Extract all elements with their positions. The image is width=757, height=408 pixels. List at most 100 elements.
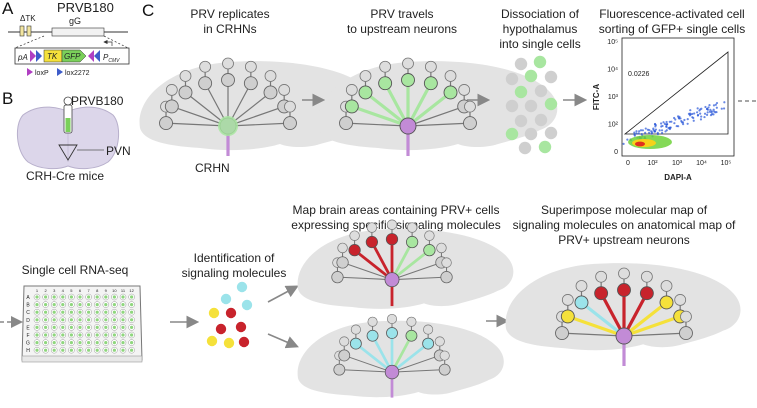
facs-event-96: [678, 117, 680, 119]
facs-event-97: [693, 112, 695, 114]
tree-step2-upstream-cell-7: [445, 70, 456, 81]
coronal-brain-injection: PRVB180 PVN CRH-Cre mice: [17, 94, 130, 183]
facs-event-74: [716, 107, 718, 109]
dissociated-cell-6: [515, 86, 527, 98]
tree-step1-neuron-7: [264, 86, 277, 99]
tree-step8-upstream-cell-4: [596, 271, 607, 282]
facs-event-140: [634, 135, 636, 137]
tree-step2-upstream-cell-8: [459, 84, 470, 95]
signaling-molecule-7: [236, 322, 246, 332]
plate-row-4: D: [26, 318, 30, 324]
plate-col-12: 12: [129, 288, 134, 293]
tree-step7-bottom-neuron-9: [439, 364, 450, 375]
tree-step2-upstream-cell-9: [464, 101, 475, 112]
plate-cell-D11: [121, 318, 124, 321]
signaling-molecule-2: [237, 282, 247, 292]
crhn-infected-halo: [218, 116, 238, 136]
gg-label: gG: [69, 16, 81, 26]
plate-cell-E6: [78, 326, 81, 329]
crhn-label: CRHN: [195, 161, 230, 175]
tree-step1-upstream-cell-9: [284, 101, 295, 112]
plate-row-7: G: [26, 341, 30, 347]
plate-cell-B6: [78, 303, 81, 306]
facs-event-139: [709, 109, 711, 111]
facs-event-128: [706, 114, 708, 116]
facs-y-label: FITC-A: [592, 84, 601, 110]
tree-step7-top-upstream-cell-4: [367, 223, 377, 233]
plate-cell-A11: [121, 295, 124, 298]
facs-event-68: [644, 132, 646, 134]
tree-step8-neuron-1: [556, 327, 569, 340]
brain-step7-bottom: [298, 321, 504, 397]
plate-cell-B9: [104, 303, 107, 306]
dissociated-cell-16: [519, 142, 531, 154]
loxp-label: loxP: [35, 70, 49, 77]
signaling-molecule-8: [207, 336, 217, 346]
tree-step1-neuron-9: [283, 117, 296, 130]
step3-title-line-2: hypothalamus: [503, 22, 578, 36]
facs-event-19: [700, 115, 702, 117]
plate-cell-A4: [61, 295, 64, 298]
tree-step7-bottom-upstream-cell-9: [440, 351, 449, 360]
tree-step7-bottom-upstream-cell-6: [407, 317, 416, 326]
facs-ytick-4: 10²: [608, 122, 619, 129]
delta-tk-label: ΔTK: [20, 14, 36, 23]
tree-step1-neuron-1: [160, 117, 173, 130]
tree-step1-upstream-cell-4: [200, 61, 211, 72]
facs-event-117: [681, 121, 683, 123]
plate-cell-F3: [53, 333, 56, 336]
tree-step8-upstream-cell-8: [675, 294, 686, 305]
plate-cell-B2: [44, 303, 47, 306]
tree-step2-neuron-1: [340, 117, 353, 130]
facs-event-76: [638, 132, 640, 134]
facs-event-39: [648, 132, 650, 134]
panel-label-c: C: [142, 1, 154, 20]
facs-event-102: [700, 118, 702, 120]
facs-event-5: [687, 118, 689, 120]
plate-cell-G11: [121, 341, 124, 344]
plate-cell-A7: [87, 295, 90, 298]
facs-event-133: [707, 106, 709, 108]
step5-title-line-1: Single cell RNA-seq: [22, 263, 129, 277]
facs-event-116: [664, 123, 666, 125]
plate-cell-E12: [130, 326, 133, 329]
tree-step1-upstream-cell-6: [245, 61, 256, 72]
plate-row-3: C: [26, 310, 30, 316]
tree-step8-neuron-2: [561, 310, 574, 323]
facs-event-126: [689, 113, 691, 115]
step3-title-line-3: into single cells: [499, 37, 580, 51]
facs-event-67: [689, 109, 691, 111]
plate-cell-E4: [61, 326, 64, 329]
plate-cell-D5: [70, 318, 73, 321]
plate-cell-B5: [70, 303, 73, 306]
facs-event-119: [709, 111, 711, 113]
plate-cell-C4: [61, 311, 64, 314]
plate-cell-D9: [104, 318, 107, 321]
plate-cell-G7: [87, 341, 90, 344]
facs-event-55: [723, 107, 725, 109]
tree-step2-upstream-cell-6: [425, 61, 436, 72]
plate-cell-E9: [104, 326, 107, 329]
plate-cell-F12: [130, 333, 133, 336]
dissociated-cell-17: [539, 141, 551, 153]
facs-ytick-3: 10³: [608, 94, 619, 101]
signaling-molecule-5: [242, 300, 252, 310]
facs-event-45: [638, 130, 640, 132]
dissociated-cell-7: [535, 85, 547, 97]
plate-cell-H6: [78, 349, 81, 352]
tree-step7-top-upstream-cell-7: [425, 231, 435, 241]
tree-step1-neuron-4: [199, 77, 212, 90]
plate-cell-G3: [53, 341, 56, 344]
plate-cell-G1: [35, 341, 38, 344]
pa-label: pA: [17, 53, 28, 62]
step3-title-line-1: Dissociation of: [501, 7, 580, 21]
tree-step7-bottom-neuron-5: [386, 327, 397, 338]
facs-event-78: [712, 113, 714, 115]
plate-cell-A8: [96, 295, 99, 298]
dissociated-cell-12: [535, 114, 547, 126]
signaling-molecule-1: [221, 294, 231, 304]
tree-step7-bottom-upstream-cell-4: [368, 317, 377, 326]
facs-event-95: [666, 129, 668, 131]
plate-cell-A3: [53, 295, 56, 298]
tree-step7-bottom-neuron-7: [423, 338, 434, 349]
